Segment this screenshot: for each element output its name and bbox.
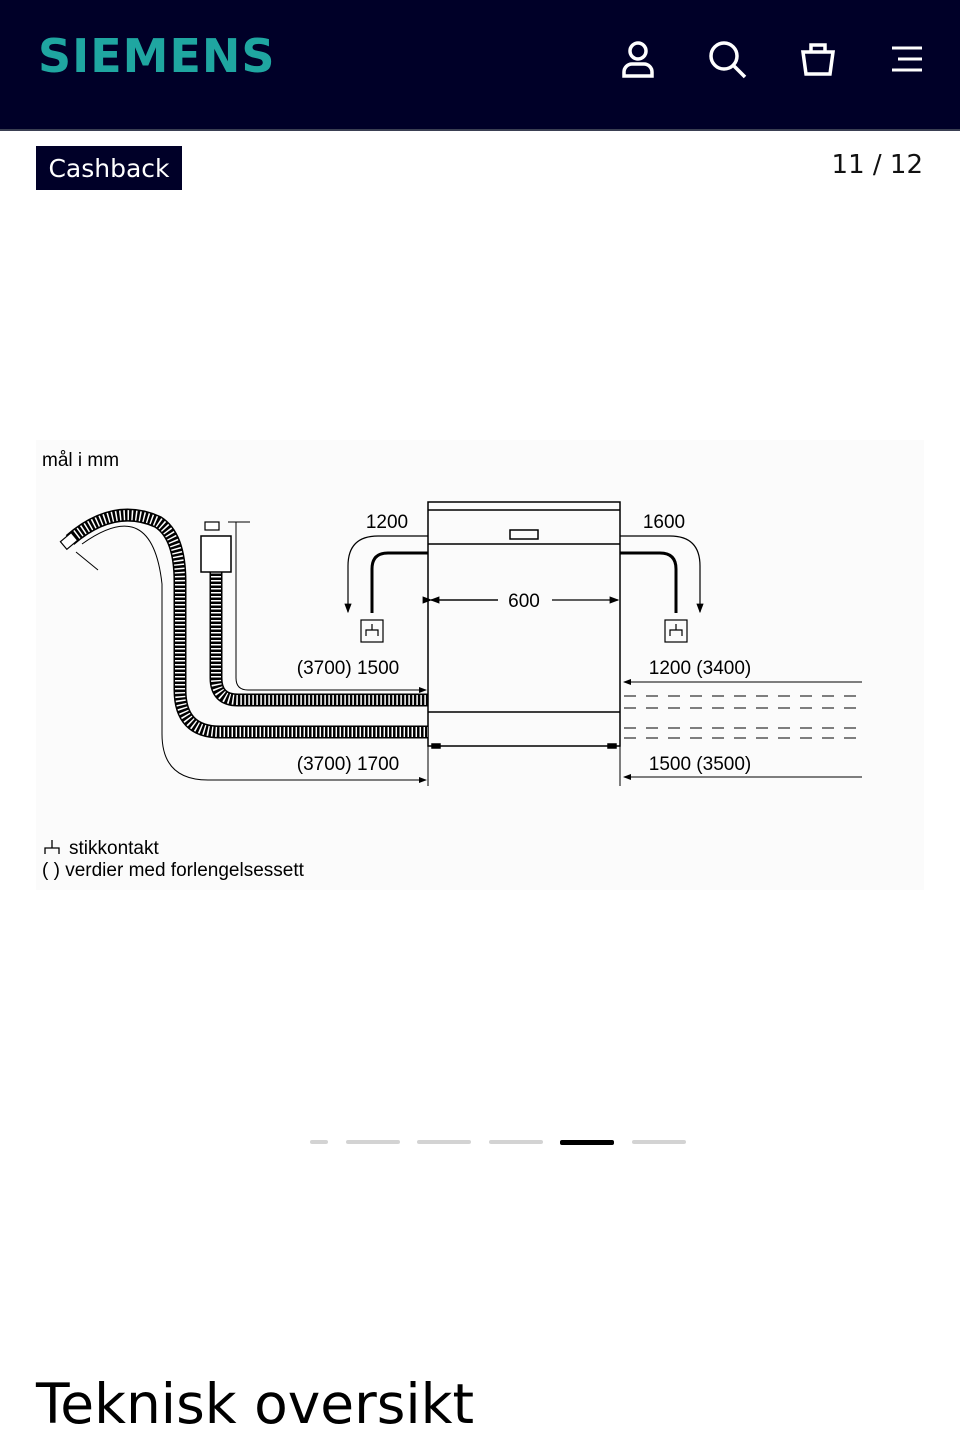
right-power-cord [620, 535, 704, 643]
menu-icon[interactable] [884, 36, 932, 84]
cashback-badge: Cashback [36, 146, 182, 190]
pagination-dot-active[interactable] [560, 1140, 614, 1145]
width-label: 600 [508, 591, 540, 612]
pagination-dot[interactable] [346, 1140, 400, 1144]
water-inlet-hose [200, 521, 428, 707]
dimension-diagram: mål i mm 600 1200 [36, 440, 924, 890]
gallery-pagination [310, 1140, 690, 1146]
drain-hose [59, 508, 428, 739]
section-title: Teknisk oversikt [36, 1372, 475, 1436]
dishwasher-outline [427, 501, 621, 749]
basket-icon[interactable] [794, 36, 842, 84]
units-label: mål i mm [42, 450, 119, 471]
legend-parens: ( ) verdier med forlengelsessett [42, 860, 305, 881]
left-mid-label: (3700) 1500 [297, 658, 399, 679]
search-icon[interactable] [704, 36, 752, 84]
user-icon[interactable] [614, 36, 662, 84]
diagram-svg: mål i mm 600 1200 [42, 450, 862, 881]
siemens-logo[interactable]: SIEMENS [38, 29, 276, 83]
left-bottom-label: (3700) 1700 [297, 754, 399, 775]
pagination-dot[interactable] [489, 1140, 543, 1144]
pagination-dot[interactable] [417, 1140, 471, 1144]
legend-socket: stikkontakt [69, 838, 159, 859]
right-extension-dashes [624, 695, 862, 739]
left-power-cord [344, 535, 428, 643]
gallery-counter: 11 / 12 [831, 150, 923, 180]
right-top-label: 1600 [643, 512, 685, 533]
site-header: SIEMENS [0, 0, 960, 131]
right-bottom-label: 1500 (3500) [649, 754, 751, 775]
socket-symbol-icon [44, 840, 60, 854]
pagination-dot[interactable] [632, 1140, 686, 1144]
right-mid-label: 1200 (3400) [649, 658, 751, 679]
pagination-dot[interactable] [310, 1140, 328, 1144]
left-top-label: 1200 [366, 512, 408, 533]
